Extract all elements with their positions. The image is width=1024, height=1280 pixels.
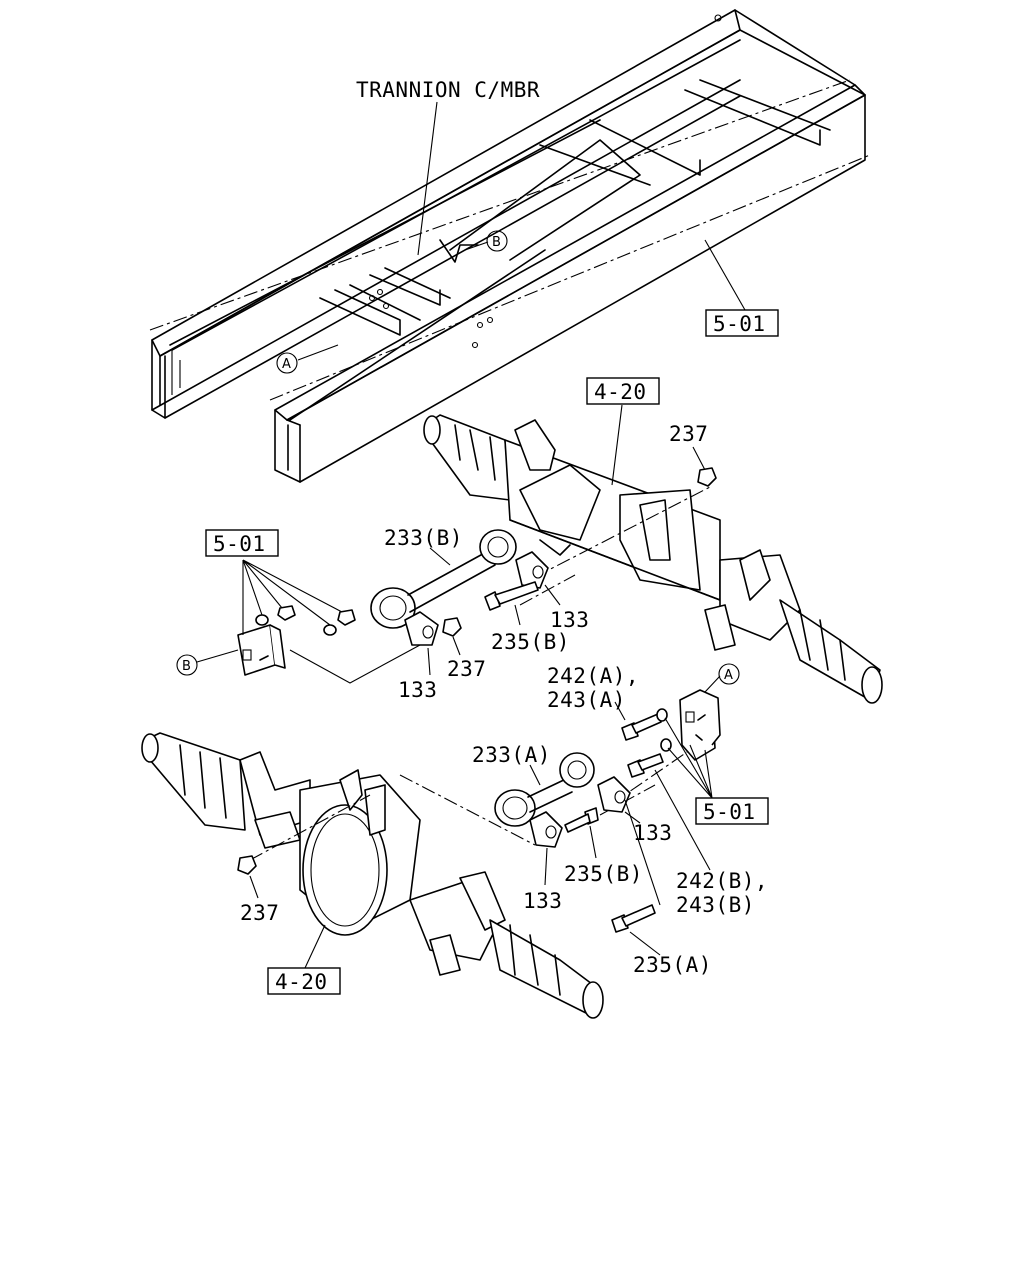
- bolt-235b-lower-label: 235(B): [564, 862, 643, 886]
- bracket-left-ref-label: 5-01: [213, 532, 266, 556]
- frame-ref-box[interactable]: 5-01: [705, 309, 779, 337]
- bolt-235a: [611, 904, 656, 933]
- bolt-243b-label: 243(B): [676, 893, 755, 917]
- bushing-133-upper-left-label: 133: [398, 678, 437, 702]
- axle-lower-ref-label: 4-20: [275, 970, 328, 994]
- bolt-235b-upper: [484, 581, 539, 611]
- torque-rod-233a-label: 233(A): [472, 743, 551, 767]
- bushing-133-upper-left: [404, 611, 439, 646]
- nut-237-mid-label: 237: [447, 657, 486, 681]
- marker-a-frame: A: [276, 352, 298, 374]
- bracket-right-ref-label: 5-01: [703, 800, 756, 824]
- bushing-133-lower-right-label: 133: [633, 821, 672, 845]
- svg-text:A: A: [282, 357, 291, 372]
- bolt-243a-label: 243(A): [547, 688, 626, 712]
- nut-237-bottom: [237, 855, 257, 875]
- axle-upper-ref-box[interactable]: 4-20: [586, 377, 660, 405]
- upper-rear-axle: [423, 414, 883, 704]
- svg-text:B: B: [182, 659, 191, 674]
- axle-lower-ref-box[interactable]: 4-20: [267, 967, 341, 995]
- bushing-133-lower-left-label: 133: [523, 889, 562, 913]
- nut-237-bottom-label: 237: [240, 901, 279, 925]
- frame-ref-leader: [704, 239, 746, 311]
- svg-text:B: B: [492, 235, 501, 250]
- bushing-133-upper-right-label: 133: [550, 608, 589, 632]
- bolt-242a-243a: [621, 708, 668, 741]
- bushing-133-upper-right: [515, 551, 549, 589]
- svg-text:A: A: [724, 668, 733, 683]
- bracket-right: [679, 689, 721, 761]
- torque-rod-233b: [370, 529, 517, 629]
- bolt-242b-label: 242(B),: [676, 869, 768, 893]
- axle-upper-ref-leader: [611, 404, 623, 486]
- bolt-235a-label: 235(A): [633, 953, 712, 977]
- nut-237-top-label: 237: [669, 422, 708, 446]
- axle-upper-ref-label: 4-20: [594, 380, 647, 404]
- bracket-left: [237, 605, 356, 676]
- trannion-leader-line: [417, 101, 438, 256]
- nut-237-mid: [442, 617, 462, 637]
- bolt-235b-upper-label: 235(B): [491, 630, 570, 654]
- frame-ref-label: 5-01: [713, 312, 766, 336]
- bolt-235b-lower: [564, 807, 599, 833]
- trannion-crossmember-label: TRANNION C/MBR: [356, 78, 540, 102]
- torque-rod-233b-label: 233(B): [384, 526, 463, 550]
- chassis-frame: [149, 9, 871, 483]
- bracket-right-ref-box[interactable]: 5-01: [695, 797, 769, 825]
- bushing-133-lower-right: [597, 776, 631, 813]
- marker-a-bracket: A: [718, 663, 740, 685]
- lower-front-axle: [141, 732, 604, 1019]
- marker-b-bracket: B: [176, 654, 198, 676]
- axle-lower-ref-leader: [304, 924, 326, 969]
- marker-b-frame: B: [486, 230, 508, 252]
- bracket-left-ref-box[interactable]: 5-01: [205, 529, 279, 557]
- nut-237-top: [697, 467, 717, 487]
- bolt-242b-243b: [627, 738, 672, 778]
- bolt-242a-label: 242(A),: [547, 664, 639, 688]
- torque-rod-233a: [494, 752, 595, 827]
